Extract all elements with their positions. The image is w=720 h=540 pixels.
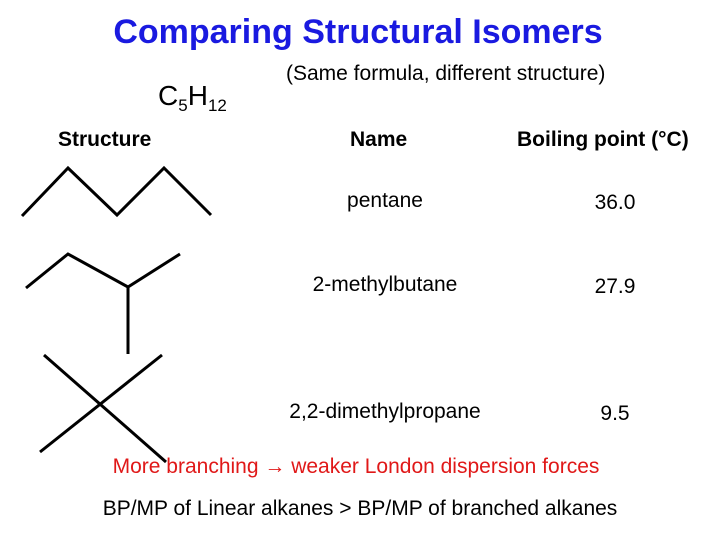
slide-title: Comparing Structural Isomers bbox=[113, 13, 603, 51]
subtitle: (Same formula, different structure) bbox=[286, 62, 606, 85]
molecular-formula: C5H12 bbox=[158, 80, 227, 115]
formula-hydrogen: H bbox=[187, 80, 208, 111]
formula-carbon: C bbox=[158, 80, 179, 111]
isomer-name-pentane: pentane bbox=[347, 189, 423, 212]
boiling-point-comparison: BP/MP of Linear alkanes > BP/MP of branc… bbox=[102, 497, 618, 520]
2-2-dimethylpropane-skeleton bbox=[39, 353, 167, 464]
2-methylbutane-skeleton bbox=[25, 252, 181, 354]
isomer-bp-2-2-dimethylpropane: 9.5 bbox=[600, 402, 630, 425]
isomer-name-2-methylbutane: 2-methylbutane bbox=[312, 273, 458, 296]
isomer-bp-pentane: 36.0 bbox=[594, 191, 636, 214]
formula-hydrogen-count: 12 bbox=[207, 96, 227, 115]
header-boiling-point: Boiling point (°C) bbox=[517, 128, 689, 151]
branching-note: More branching → weaker London dispersio… bbox=[112, 455, 600, 478]
pentane-skeleton bbox=[20, 165, 213, 218]
isomer-bp-2-methylbutane: 27.9 bbox=[594, 275, 636, 298]
formula-carbon-count: 5 bbox=[178, 96, 188, 115]
header-name: Name bbox=[350, 128, 408, 151]
header-structure: Structure bbox=[58, 128, 152, 151]
isomer-name-2-2-dimethylpropane: 2,2-dimethylpropane bbox=[289, 400, 481, 423]
